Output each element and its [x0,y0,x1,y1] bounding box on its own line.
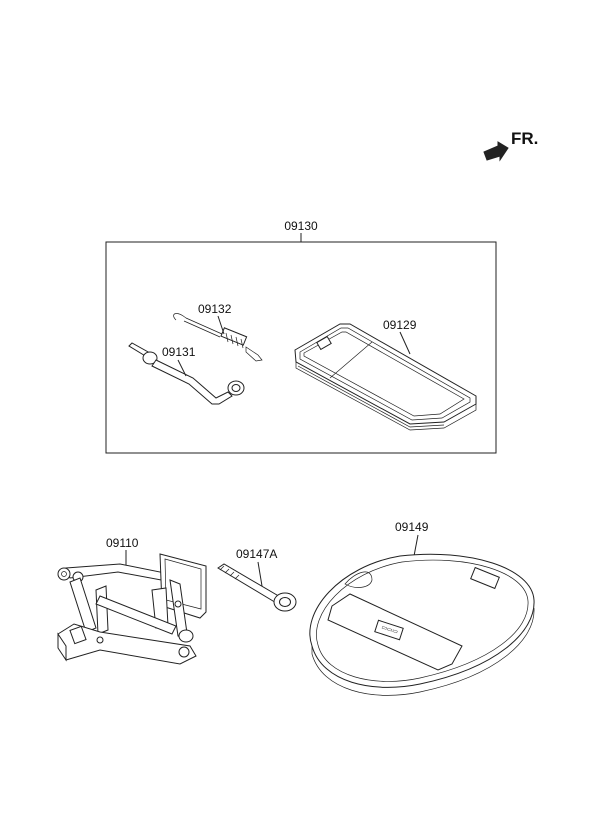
leader-line-09149 [413,534,419,557]
part-09149-cover[interactable]: 09149 ▭▭▭ [309,520,535,696]
part-09132-hook-tool[interactable]: 09132 [173,302,263,362]
callout-09110[interactable]: 09110 [106,536,139,550]
callout-09130[interactable]: 09130 [284,219,318,233]
callout-09132[interactable]: 09132 [198,302,232,316]
part-09131-wheel-wrench[interactable]: 09131 [128,342,245,405]
leader-line-09147A [257,561,263,587]
front-direction-arrow-icon [483,141,509,162]
leader-line-09132 [217,315,225,335]
cover-tag-text: ▭▭▭ [380,625,398,636]
leader-line-09129 [399,331,411,355]
callout-09129[interactable]: 09129 [383,318,417,332]
leader-line-09131 [177,359,187,377]
callout-09147A[interactable]: 09147A [236,547,277,561]
front-direction-indicator: FR. [483,129,538,162]
part-09110-jack[interactable]: 09110 [57,536,207,665]
callout-09149[interactable]: 09149 [395,520,429,534]
part-09129-tool-tray[interactable]: 09129 [294,318,477,431]
tool-kit-group: 09130 [105,219,497,454]
group-box-09130 [105,241,497,454]
part-09147A-towing-hook[interactable]: 09147A [217,547,297,612]
callout-09131[interactable]: 09131 [162,345,196,359]
front-direction-label: FR. [511,129,538,148]
